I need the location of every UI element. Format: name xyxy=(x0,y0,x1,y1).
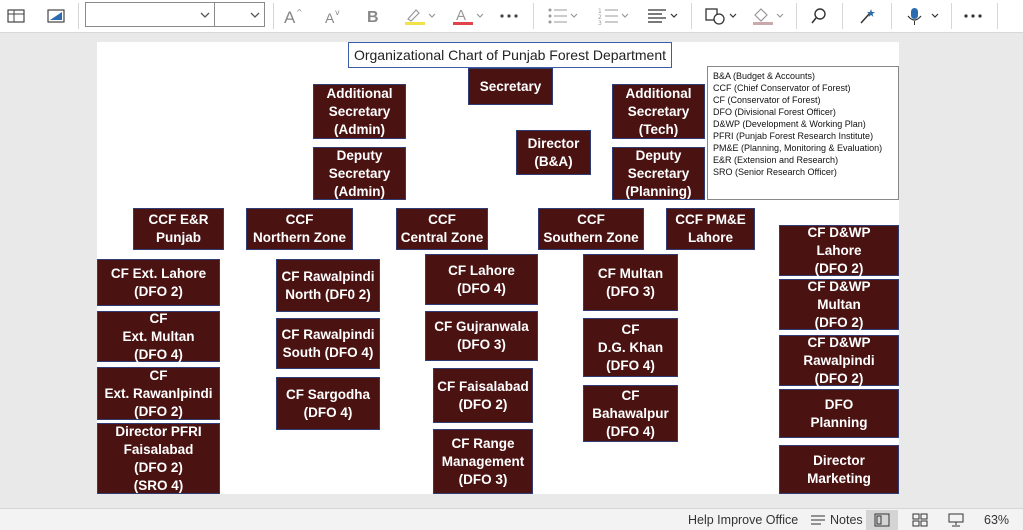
zoom-level[interactable]: 63% xyxy=(984,513,1010,527)
legend-item: SRO (Senior Research Officer) xyxy=(713,167,837,177)
svg-text:^: ^ xyxy=(296,8,303,17)
box-cf-dwp-rawalpindi[interactable]: CF D&WP Rawalpindi (DFO 2) xyxy=(779,335,899,386)
legend-item: PM&E (Planning, Monitoring & Evaluation) xyxy=(713,143,883,153)
box-ccf-northern-zone[interactable]: CCF Northern Zone xyxy=(246,208,353,250)
svg-text:A: A xyxy=(456,7,466,24)
svg-text:B: B xyxy=(367,9,379,25)
box-ccf-southern-zone[interactable]: CCF Southern Zone xyxy=(538,208,644,250)
shapes-icon[interactable] xyxy=(702,4,740,28)
box-ccf-er-punjab[interactable]: CCF E&R Punjab xyxy=(133,208,224,250)
box-cf-lahore[interactable]: CF Lahore (DFO 4) xyxy=(425,254,538,305)
abbreviation-legend[interactable]: B&A (Budget & Accounts) CCF (Chief Conse… xyxy=(707,66,899,200)
legend-item: E&R (Extension and Research) xyxy=(713,155,839,165)
box-ccf-central-zone[interactable]: CCF Central Zone xyxy=(396,208,488,250)
box-director-pfri[interactable]: Director PFRI Faisalabad (DFO 2) (SRO 4) xyxy=(97,423,220,494)
box-deputy-secretary-planning[interactable]: Deputy Secretary (Planning) xyxy=(612,147,705,200)
slide-sorter-icon xyxy=(912,513,928,527)
chart-icon[interactable] xyxy=(44,4,68,28)
box-addl-secretary-tech[interactable]: Additional Secretary (Tech) xyxy=(612,84,705,139)
svg-text:3: 3 xyxy=(598,20,602,25)
box-cf-range-management[interactable]: CF Range Management (DFO 3) xyxy=(433,429,533,494)
box-cf-ext-lahore[interactable]: CF Ext. Lahore (DFO 2) xyxy=(97,259,220,306)
bold-icon[interactable]: B xyxy=(361,4,385,28)
font-size-increase-icon[interactable]: A^ xyxy=(280,4,306,28)
box-cf-ext-multan[interactable]: CF Ext. Multan (DFO 4) xyxy=(97,311,220,362)
status-bar: Help Improve Office Notes 63% xyxy=(0,508,1023,530)
dictate-icon[interactable] xyxy=(902,4,942,28)
legend-item: CF (Conservator of Forest) xyxy=(713,95,821,105)
chevron-down-icon xyxy=(200,12,210,18)
box-director-marketing[interactable]: Director Marketing xyxy=(779,445,899,494)
box-cf-multan[interactable]: CF Multan (DFO 3) xyxy=(583,254,678,311)
box-cf-gujranwala[interactable]: CF Gujranwala (DFO 3) xyxy=(425,311,538,361)
box-deputy-secretary-admin[interactable]: Deputy Secretary (Admin) xyxy=(313,147,406,200)
legend-item: PFRI (Punjab Forest Research Institute) xyxy=(713,131,874,141)
box-ccf-pme-lahore[interactable]: CCF PM&E Lahore xyxy=(666,208,755,250)
legend-item: D&WP (Development & Working Plan) xyxy=(713,119,866,129)
box-cf-rawalpindi-south[interactable]: CF Rawalpindi South (DFO 4) xyxy=(276,318,380,369)
box-cf-faisalabad[interactable]: CF Faisalabad (DFO 2) xyxy=(433,368,533,423)
highlight-icon[interactable] xyxy=(401,4,439,28)
highlight-color-bar xyxy=(405,22,425,25)
notes-button[interactable]: Notes xyxy=(810,512,863,528)
slideshow-button[interactable] xyxy=(948,512,964,528)
box-cf-bahawalpur[interactable]: CF Bahawalpur (DFO 4) xyxy=(583,385,678,442)
box-director-ba[interactable]: Director (B&A) xyxy=(516,130,591,175)
slide[interactable]: Organizational Chart of Punjab Forest De… xyxy=(97,42,899,494)
font-size-dropdown[interactable] xyxy=(214,2,265,27)
box-cf-dwp-lahore[interactable]: CF D&WP Lahore (DFO 2) xyxy=(779,225,899,276)
chevron-down-icon xyxy=(250,12,260,18)
chart-title[interactable]: Organizational Chart of Punjab Forest De… xyxy=(348,42,672,68)
box-secretary[interactable]: Secretary xyxy=(468,68,553,105)
svg-text:v: v xyxy=(335,8,340,17)
help-improve-office-link[interactable]: Help Improve Office xyxy=(688,513,799,527)
more-options-icon[interactable] xyxy=(961,4,985,28)
font-name-dropdown[interactable] xyxy=(85,2,215,27)
legend-item: B&A (Budget & Accounts) xyxy=(713,71,816,81)
box-cf-ext-rawalpindi[interactable]: CF Ext. Rawanlpindi (DFO 2) xyxy=(97,367,220,420)
box-cf-dwp-multan[interactable]: CF D&WP Multan (DFO 2) xyxy=(779,279,899,330)
notes-label: Notes xyxy=(830,513,863,527)
box-addl-secretary-admin[interactable]: Additional Secretary (Admin) xyxy=(313,84,406,139)
box-cf-dg-khan[interactable]: CF D.G. Khan (DFO 4) xyxy=(583,318,678,377)
box-dfo-planning[interactable]: DFO Planning xyxy=(779,389,899,438)
box-cf-sargodha[interactable]: CF Sargodha (DFO 4) xyxy=(276,377,380,430)
align-icon[interactable] xyxy=(645,4,681,28)
svg-text:A: A xyxy=(284,8,296,25)
more-icon[interactable] xyxy=(497,4,521,28)
slide-sorter-button[interactable] xyxy=(912,512,928,528)
svg-text:1: 1 xyxy=(598,8,602,15)
table-icon[interactable] xyxy=(4,4,28,28)
design-ideas-icon[interactable] xyxy=(855,4,879,28)
legend-item: DFO (Divisional Forest Officer) xyxy=(713,107,836,117)
font-color-icon[interactable]: A xyxy=(449,4,487,28)
editing-canvas: Organizational Chart of Punjab Forest De… xyxy=(0,33,1023,508)
bullets-icon[interactable] xyxy=(545,4,581,28)
svg-text:A: A xyxy=(325,10,335,25)
shape-fill-icon[interactable] xyxy=(749,4,787,28)
svg-text:2: 2 xyxy=(598,14,602,21)
legend-item: CCF (Chief Conservator of Forest) xyxy=(713,83,851,93)
normal-view-button[interactable] xyxy=(866,510,898,530)
search-icon[interactable] xyxy=(807,4,831,28)
box-cf-rawalpindi-north[interactable]: CF Rawalpindi North (DF0 2) xyxy=(276,259,380,312)
slideshow-icon xyxy=(948,513,964,527)
normal-view-icon xyxy=(874,513,890,527)
notes-icon xyxy=(811,515,825,525)
